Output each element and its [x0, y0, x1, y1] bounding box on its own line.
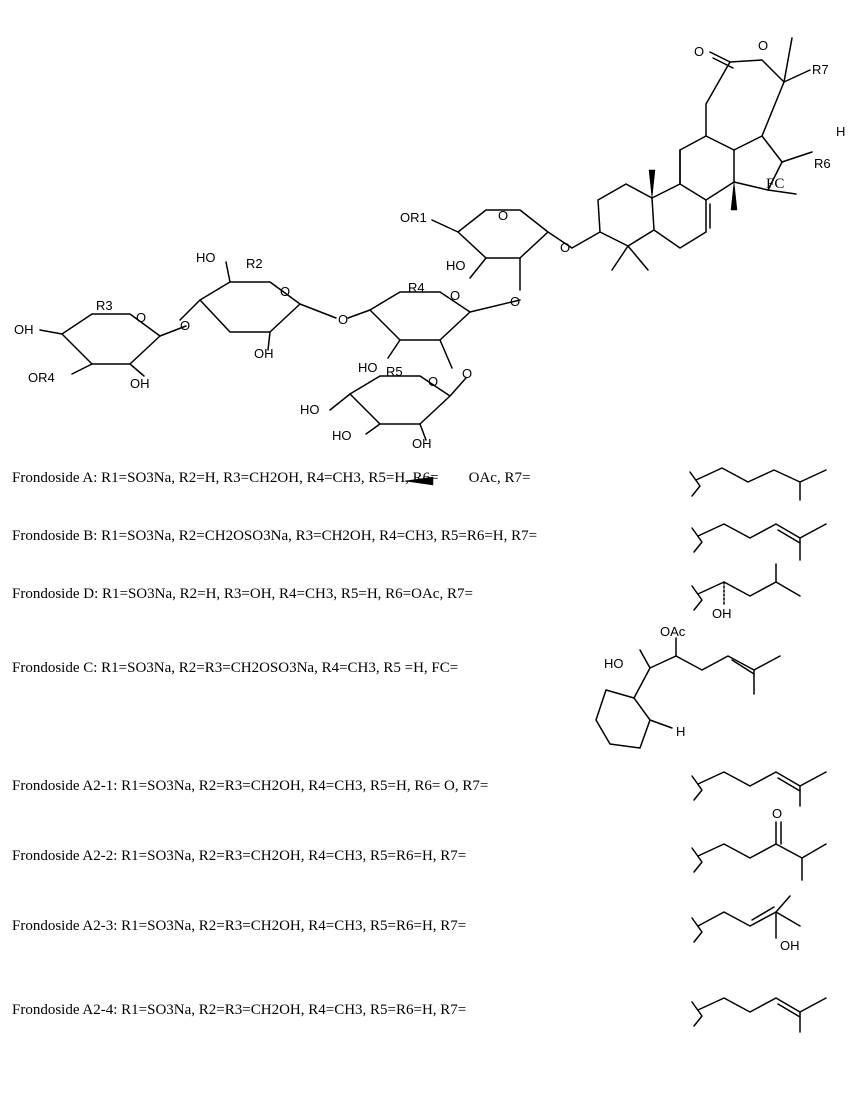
sugar5-ring-oxygen: O	[428, 374, 438, 389]
r5-label: R5	[386, 364, 403, 379]
r6-label: R6	[814, 156, 831, 171]
row-a-text: Frondoside A: R1=SO3Na, R2=H, R3=CH2OH, …	[12, 470, 439, 486]
c-ho-label: HO	[604, 656, 624, 671]
sugar2-ring-oxygen: O	[450, 288, 460, 303]
row-frondoside-a: Frondoside A: R1=SO3Na, R2=H, R3=CH2OH, …	[12, 470, 530, 487]
row-frondoside-d: Frondoside D: R1=SO3Na, R2=H, R3=OH, R4=…	[12, 586, 473, 603]
r7-label: R7	[812, 62, 829, 77]
sugar1-ring-oxygen: O	[498, 208, 508, 223]
methyl-wedge-2	[730, 181, 738, 211]
row-a21-text: Frondoside A2-1: R1=SO3Na, R2=R3=CH2OH, …	[12, 778, 489, 794]
sidechain-c: OAc HO H	[595, 624, 781, 749]
ring-b	[651, 183, 707, 249]
sugar2-ho: HO	[358, 360, 378, 375]
r2-label: R2	[246, 256, 263, 271]
row-a-tail: OAc, R7=	[468, 470, 531, 486]
keto-bond	[709, 51, 731, 63]
sugar3-oh: OH	[254, 346, 274, 361]
sidechain-a23: OH	[691, 895, 801, 953]
row-d-text: Frondoside D: R1=SO3Na, R2=H, R3=OH, R4=…	[12, 586, 473, 602]
sugar5-oh: OH	[412, 436, 432, 451]
row-frondoside-a2-3: Frondoside A2-3: R1=SO3Na, R2=R3=CH2OH, …	[12, 918, 466, 935]
fc-label: FC	[766, 176, 784, 192]
sidechain-a22: O	[691, 806, 827, 881]
row-frondoside-a2-1: Frondoside A2-1: R1=SO3Na, R2=R3=CH2OH, …	[12, 778, 488, 795]
ring-oxygen: O	[758, 38, 768, 53]
sidechain-a	[404, 467, 827, 501]
r3-label: R3	[96, 298, 113, 313]
or4-label: OR4	[28, 370, 55, 385]
a23-oh-label: OH	[780, 938, 800, 953]
ring-c	[679, 135, 735, 201]
sidechain-a24	[691, 997, 827, 1033]
sugar4-oh-2: OH	[130, 376, 150, 391]
row-a23-text: Frondoside A2-3: R1=SO3Na, R2=R3=CH2OH, …	[12, 918, 467, 934]
d-oh-label: OH	[712, 606, 732, 621]
row-frondoside-a2-2: Frondoside A2-2: R1=SO3Na, R2=R3=CH2OH, …	[12, 848, 466, 865]
sugar3-ring-oxygen: O	[280, 284, 290, 299]
acetoxy-wedge	[404, 476, 434, 486]
sugar5-ho: HO	[300, 402, 320, 417]
sugar1-ho: HO	[446, 258, 466, 273]
a22-o-label: O	[772, 806, 782, 821]
link-oxygen-3: O	[462, 366, 472, 381]
sugar4-ring-oxygen: O	[136, 310, 146, 325]
keto-oxygen: O	[694, 44, 704, 59]
sidechain-b	[691, 523, 827, 561]
sugar4-oh: OH	[14, 322, 34, 337]
sidechain-d: OH	[691, 563, 801, 621]
row-frondoside-a2-4: Frondoside A2-4: R1=SO3Na, R2=R3=CH2OH, …	[12, 1002, 466, 1019]
row-a24-text: Frondoside A2-4: R1=SO3Na, R2=R3=CH2OH, …	[12, 1002, 467, 1018]
c-oac-label: OAc	[660, 624, 686, 639]
link-oxygen-1: O	[510, 294, 520, 309]
glycosidic-oxygen: O	[560, 240, 570, 255]
sidechain-a21	[691, 771, 827, 807]
link-oxygen-2: O	[338, 312, 348, 327]
sugar3-ho: HO	[196, 250, 216, 265]
link-oxygen-4: O	[180, 318, 190, 333]
row-c-text: Frondoside C: R1=SO3Na, R2=R3=CH2OSO3Na,…	[12, 660, 459, 676]
lactone-ring	[705, 59, 785, 137]
r4-label: R4	[408, 280, 425, 295]
row-frondoside-c: Frondoside C: R1=SO3Na, R2=R3=CH2OSO3Na,…	[12, 660, 458, 677]
sugar5-ho-2: HO	[332, 428, 352, 443]
ring-a	[597, 183, 655, 247]
methyl-wedge	[648, 169, 656, 199]
row-a22-text: Frondoside A2-2: R1=SO3Na, R2=R3=CH2OH, …	[12, 848, 467, 864]
h-label: H	[836, 124, 845, 139]
row-b-text: Frondoside B: R1=SO3Na, R2=CH2OSO3Na, R3…	[12, 528, 538, 544]
or1-label: OR1	[400, 210, 427, 225]
row-frondoside-b: Frondoside B: R1=SO3Na, R2=CH2OSO3Na, R3…	[12, 528, 537, 545]
c-h-label: H	[676, 724, 685, 739]
